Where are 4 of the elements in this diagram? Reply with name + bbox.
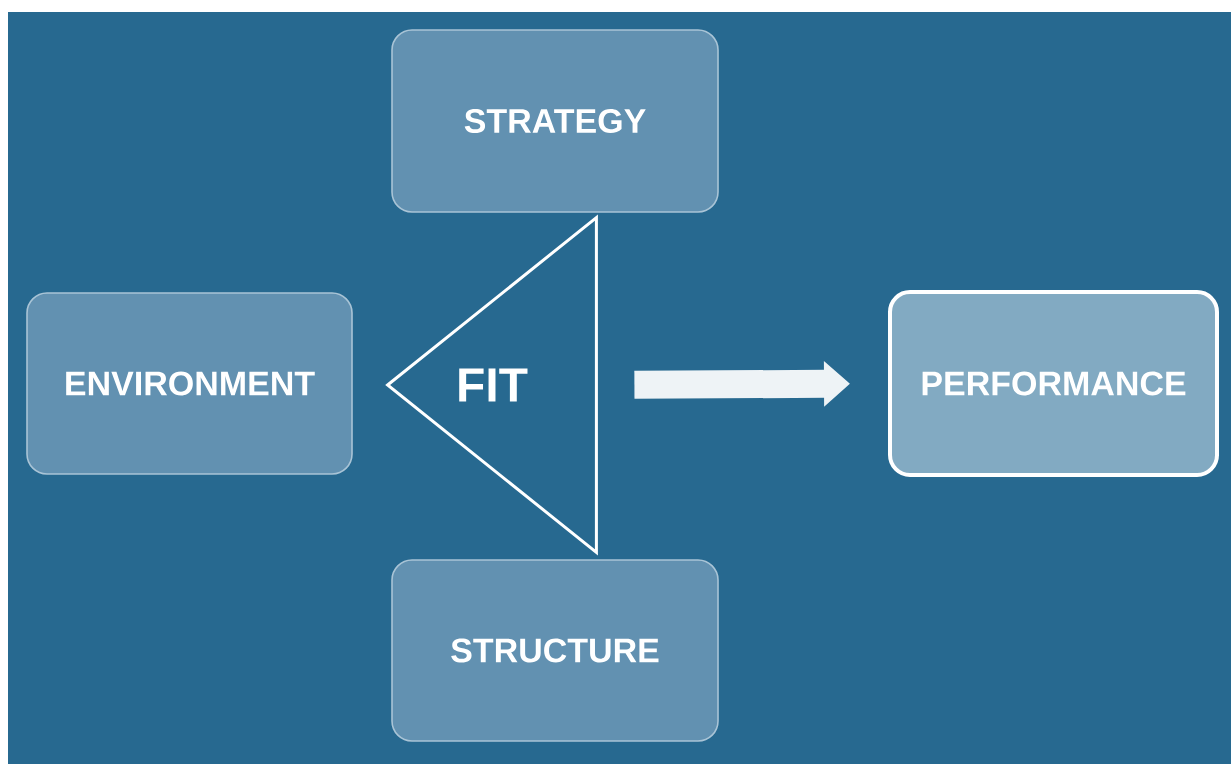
rounded-box: ENVIRONMENT — [26, 292, 353, 475]
rounded-box: PERFORMANCE — [888, 290, 1219, 477]
rounded-box: STRUCTURE — [391, 559, 719, 742]
rounded-box: STRATEGY — [391, 29, 719, 213]
